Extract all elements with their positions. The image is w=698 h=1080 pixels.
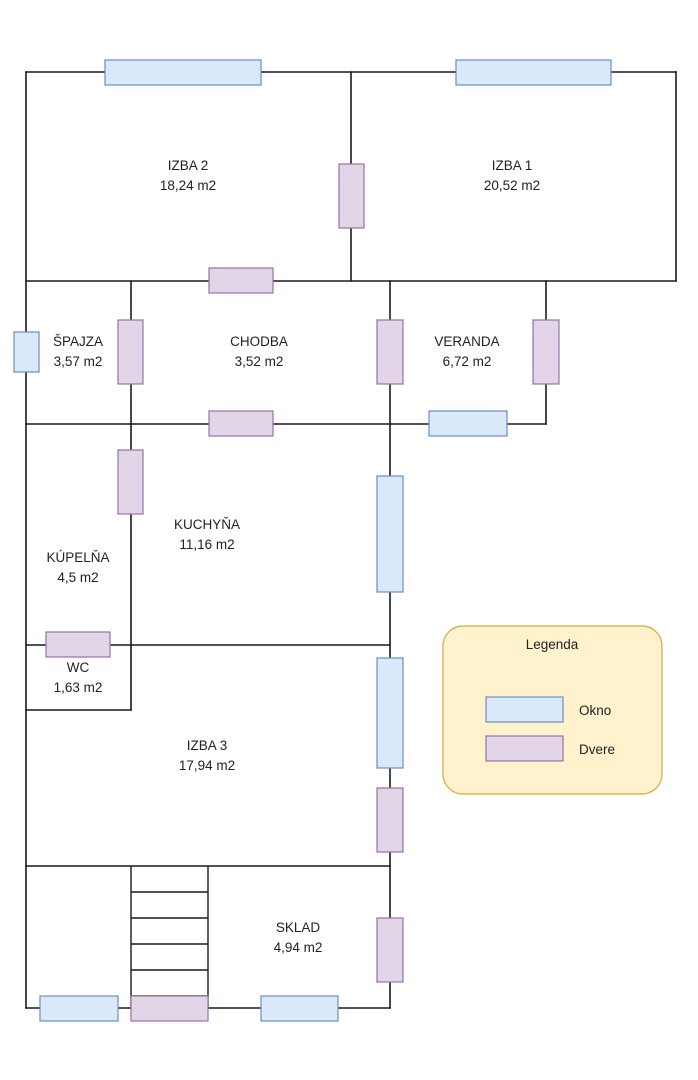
window-izba-2 [104,59,262,86]
door-wc [45,631,111,658]
window-spajza [13,331,40,373]
legend-door-label: Dvere [579,742,615,757]
door-kupelna-kuchyna [117,449,144,515]
door-veranda-outside [532,319,560,385]
room-name-chodba: CHODBA [230,334,288,349]
room-name-kupelna: KÚPELŇA [46,550,109,565]
window-izba-3 [376,657,404,769]
room-name-veranda: VERANDA [434,334,499,349]
room-area-izba-2: 18,24 m2 [160,178,216,193]
room-area-spajza: 3,57 m2 [54,354,103,369]
room-area-kuchyna: 11,16 m2 [179,537,234,552]
room-area-wc: 1,63 m2 [54,680,103,695]
room-name-kuchyna: KUCHYŇA [174,517,240,532]
door-izba-3 [376,787,404,853]
window-izba-1 [455,59,612,86]
legend-title: Legenda [526,637,579,652]
door-sklad [376,917,404,983]
room-name-spajza: ŠPAJZA [53,334,103,349]
door-chodba-kuchyna [208,410,274,437]
window-sklad [260,995,339,1022]
legend-window-swatch [485,696,564,723]
room-labels: IZBA 2 18,24 m2 IZBA 1 20,52 m2 ŠPAJZA 3… [46,158,540,955]
room-name-izba-3: IZBA 3 [187,738,228,753]
room-name-sklad: SKLAD [276,920,321,935]
door-izba2-chodba [208,267,274,294]
window-bottom-left [39,995,119,1022]
room-name-wc: WC [67,660,90,675]
legend: Legenda Okno Dvere [442,625,663,795]
room-area-veranda: 6,72 m2 [443,354,492,369]
room-area-izba-3: 17,94 m2 [179,758,235,773]
legend-door-swatch [485,735,564,762]
room-area-chodba: 3,52 m2 [235,354,284,369]
door-chodba-veranda [376,319,404,385]
room-name-izba-2: IZBA 2 [168,158,209,173]
door-izba2-izba1 [338,163,365,229]
staircase [130,866,209,1008]
room-area-izba-1: 20,52 m2 [484,178,540,193]
doors [45,163,560,1022]
legend-window-label: Okno [579,703,611,718]
windows [13,59,612,1022]
window-veranda [428,410,508,437]
room-area-kupelna: 4,5 m2 [57,570,98,585]
door-stairs [130,995,209,1022]
room-name-izba-1: IZBA 1 [492,158,533,173]
window-kuchyna [376,475,404,593]
room-area-sklad: 4,94 m2 [274,940,323,955]
door-spajza-chodba [117,319,144,385]
